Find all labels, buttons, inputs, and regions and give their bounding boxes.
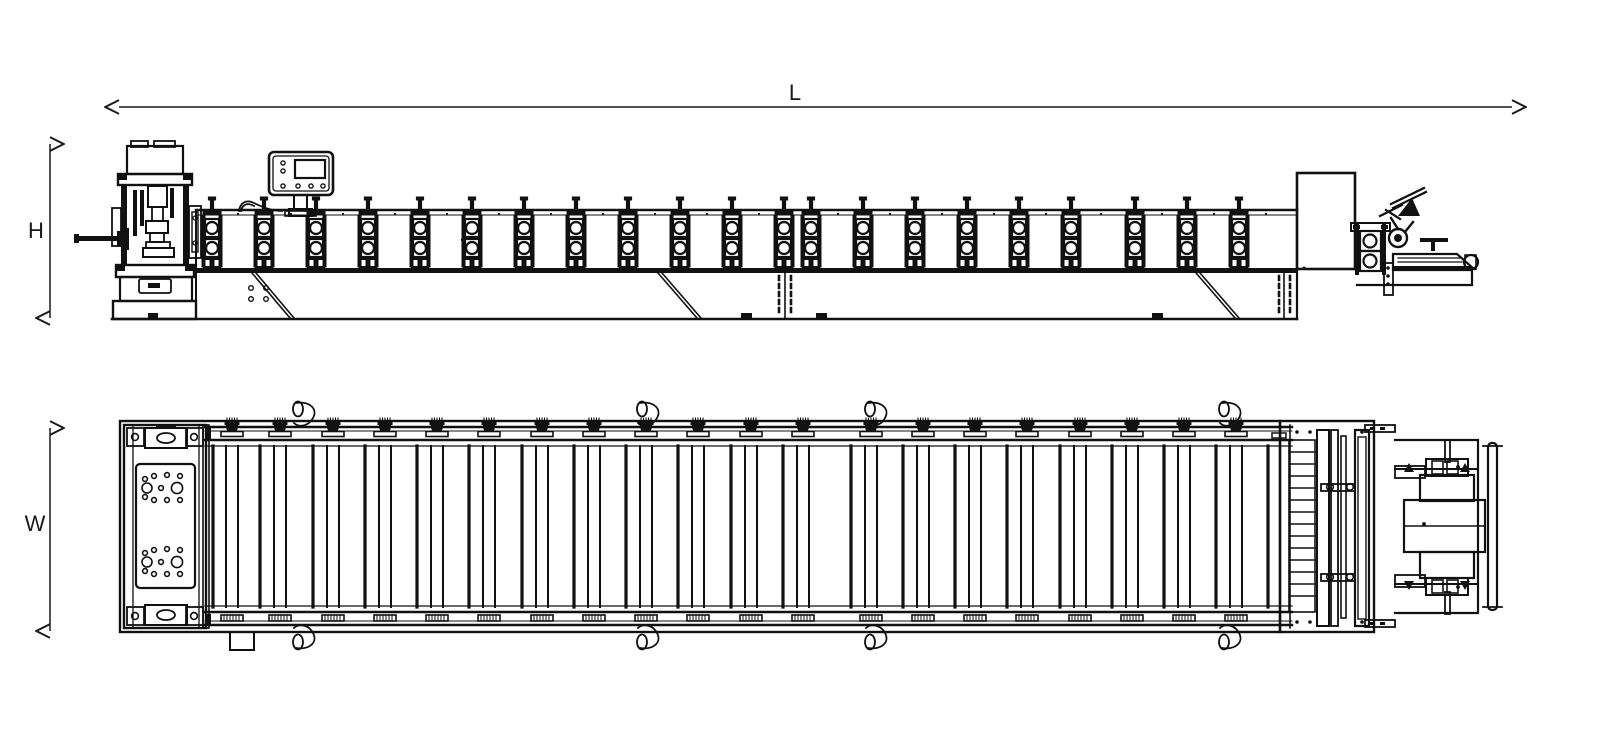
- dimension-width: W: [25, 428, 50, 631]
- chain-drive-guard: [292, 400, 1242, 651]
- cross-members: [211, 444, 1270, 609]
- dimension-length-label: L: [789, 80, 801, 105]
- drive-motor-mounting-plate: [122, 423, 255, 651]
- forming-roller-stations: [200, 195, 1267, 269]
- cutting-station: [1350, 186, 1448, 296]
- punch-press-head: [74, 140, 202, 321]
- roller-shaft-tops: [220, 417, 1248, 622]
- plan-view: [118, 400, 1503, 651]
- machine-base-frame: [110, 208, 1299, 321]
- cut-off-assembly: [1271, 419, 1396, 634]
- dimension-length: L: [119, 80, 1512, 107]
- plan-outer-frame: [118, 419, 1294, 634]
- dimension-width-label: W: [25, 511, 46, 536]
- electrical-cabinet: [1295, 171, 1357, 271]
- outfeed-table: [1355, 252, 1480, 287]
- hmi-screen: [293, 158, 327, 180]
- control-panel: [267, 150, 335, 217]
- side-elevation-view: [74, 140, 1480, 321]
- dimension-height-label: H: [28, 218, 44, 243]
- guide-hook: [237, 200, 283, 213]
- exit-conveyor: [1393, 438, 1503, 615]
- dimension-height: H: [28, 144, 50, 318]
